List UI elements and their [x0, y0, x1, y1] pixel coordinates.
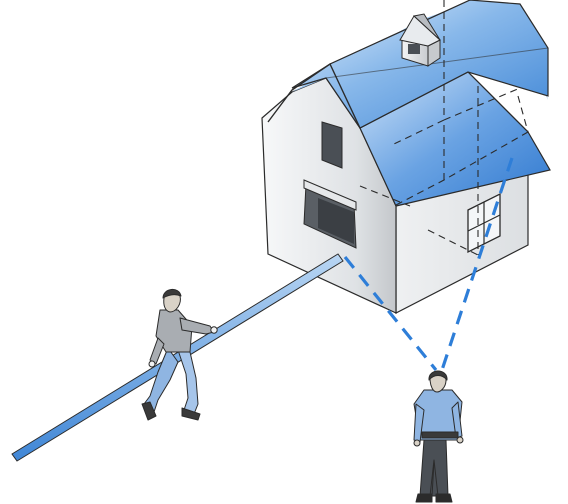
barn-gable-trim [267, 62, 361, 129]
loft-window [321, 121, 343, 169]
barn [261, 0, 551, 314]
cupola [399, 13, 441, 67]
barn-door-inside [318, 198, 354, 244]
runner-figure [141, 289, 218, 421]
sight-line-to-back [440, 157, 514, 371]
side-window [467, 192, 501, 254]
barn-door-lintel [303, 179, 357, 211]
pole [11, 253, 344, 462]
barn-hidden-edges [359, 0, 529, 256]
observer-figure [413, 370, 464, 503]
roof-ridge-line [325, 0, 549, 129]
sight-lines [343, 157, 514, 372]
sight-line-to-door [343, 255, 438, 372]
pole-body [11, 253, 344, 462]
